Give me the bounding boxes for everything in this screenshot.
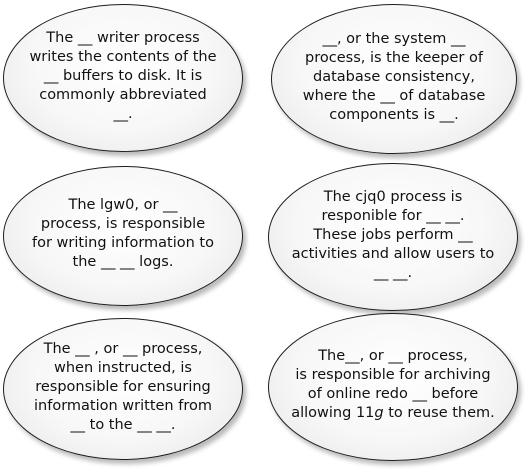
bubble-text-job-queue: The cjq0 process is responible for __ __… (291, 188, 495, 281)
bubble-archiver: The__, or __ process, is responsible for… (268, 313, 518, 461)
bubble-text-checkpoint: The __ , or __ process, when instructed,… (34, 340, 212, 433)
bubble-database-writer: The __ writer process writes the content… (3, 4, 243, 152)
bubble-text-log-writer: The lgw0, or __ process, is responsible … (32, 197, 214, 270)
bubble-log-writer: The lgw0, or __ process, is responsible … (3, 166, 243, 306)
bubble-text-database-writer: The __ writer process writes the content… (29, 29, 217, 122)
bubble-job-queue: The cjq0 process is responible for __ __… (268, 163, 518, 311)
bubble-text-archiver: The__, or __ process, is responsible for… (291, 348, 495, 421)
bubble-checkpoint: The __ , or __ process, when instructed,… (3, 318, 243, 460)
bubble-text-system-monitor: __, or the system __ process, is the kee… (302, 30, 486, 123)
bubble-system-monitor: __, or the system __ process, is the kee… (271, 4, 517, 154)
